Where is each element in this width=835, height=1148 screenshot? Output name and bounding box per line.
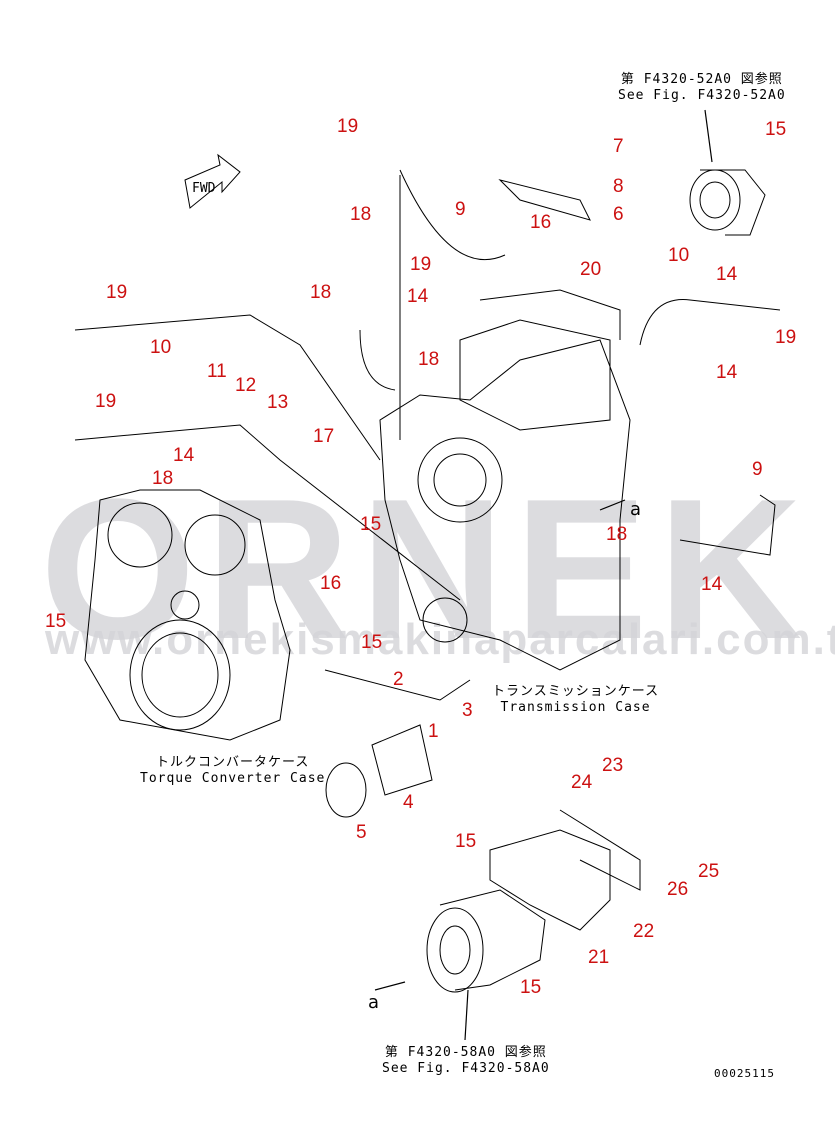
callout-number: 22 bbox=[633, 921, 655, 942]
caption-torque-jp: トルクコンバータケース bbox=[156, 755, 310, 770]
callout-number: 19 bbox=[106, 282, 128, 303]
callout-number: 11 bbox=[207, 361, 227, 382]
ref-top: 第 F4320-52A0 図参照 See Fig. F4320-52A0 bbox=[618, 72, 786, 104]
callout-number: 7 bbox=[613, 136, 624, 157]
callout-number: 15 bbox=[455, 831, 477, 852]
strainer bbox=[325, 724, 433, 818]
callout-number: 12 bbox=[235, 375, 257, 396]
callout-number: 18 bbox=[152, 468, 174, 489]
callout-number: 19 bbox=[775, 327, 797, 348]
callout-number: 15 bbox=[520, 977, 542, 998]
callout-number: 19 bbox=[410, 254, 432, 275]
ref-top-en: See Fig. F4320-52A0 bbox=[618, 88, 786, 103]
caption-torque-converter-case: トルクコンバータケース Torque Converter Case bbox=[140, 755, 325, 787]
sensor-harnesses bbox=[74, 169, 781, 701]
callout-number: 15 bbox=[45, 611, 67, 632]
callout-number: 14 bbox=[407, 286, 429, 307]
callout-number: 23 bbox=[602, 755, 624, 776]
callout-number: 13 bbox=[267, 392, 289, 413]
caption-transmission-en: Transmission Case bbox=[500, 700, 651, 715]
watermark-url: www.ornekismakinaparcalari.com.tr bbox=[45, 615, 835, 664]
pump-assembly bbox=[426, 889, 546, 993]
callout-number: 1 bbox=[428, 721, 439, 742]
callout-number: 16 bbox=[320, 573, 342, 594]
cover-plates bbox=[489, 809, 641, 931]
callout-number: 9 bbox=[455, 199, 466, 220]
transmission-case bbox=[379, 289, 631, 671]
ref-top-jp: 第 F4320-52A0 図参照 bbox=[620, 72, 783, 87]
callout-number: 19 bbox=[95, 391, 117, 412]
callout-number: 10 bbox=[150, 337, 172, 358]
view-marker-a-top: a bbox=[630, 499, 641, 520]
torque-converter-case bbox=[84, 489, 291, 741]
view-marker-a-bottom: a bbox=[368, 992, 379, 1013]
ref-bottom-en: See Fig. F4320-58A0 bbox=[382, 1061, 550, 1076]
callout-number: 20 bbox=[580, 259, 602, 280]
caption-transmission-case: トランスミッションケース Transmission Case bbox=[492, 684, 659, 716]
callout-number: 24 bbox=[571, 772, 593, 793]
callout-number: 6 bbox=[613, 204, 624, 225]
callout-number: 14 bbox=[173, 445, 195, 466]
ref-bottom-jp: 第 F4320-58A0 図参照 bbox=[384, 1045, 547, 1060]
callout-number: 5 bbox=[356, 822, 367, 843]
callout-number: 19 bbox=[337, 116, 359, 137]
callout-number: 15 bbox=[360, 514, 382, 535]
callout-number: 15 bbox=[765, 119, 787, 140]
callout-number: 21 bbox=[588, 947, 610, 968]
callout-number: 15 bbox=[361, 632, 383, 653]
callout-number: 18 bbox=[418, 349, 440, 370]
fwd-label: FWD bbox=[192, 181, 216, 196]
callout-number: 9 bbox=[752, 459, 763, 480]
caption-transmission-jp: トランスミッションケース bbox=[492, 684, 660, 699]
callout-number: 16 bbox=[530, 212, 552, 233]
callout-number: 25 bbox=[698, 861, 720, 882]
callout-number: 26 bbox=[667, 879, 689, 900]
callout-number: 18 bbox=[310, 282, 332, 303]
caption-torque-en: Torque Converter Case bbox=[140, 771, 326, 786]
callout-number: 3 bbox=[462, 700, 473, 721]
ref-bottom: 第 F4320-58A0 図参照 See Fig. F4320-58A0 bbox=[382, 1045, 550, 1077]
callout-number: 18 bbox=[606, 524, 628, 545]
callout-number: 14 bbox=[716, 264, 738, 285]
callout-number: 2 bbox=[393, 669, 404, 690]
callout-number: 14 bbox=[701, 574, 723, 595]
callout-number: 14 bbox=[716, 362, 738, 383]
callout-number: 4 bbox=[403, 792, 414, 813]
view-arrows bbox=[374, 109, 713, 1041]
drawing-number: 00025115 bbox=[714, 1067, 775, 1080]
callout-number: 17 bbox=[313, 426, 335, 447]
callout-number: 10 bbox=[668, 245, 690, 266]
callout-number: 18 bbox=[350, 204, 372, 225]
fwd-arrow: FWD bbox=[184, 153, 241, 209]
top-flange bbox=[689, 169, 766, 236]
callout-number: 8 bbox=[613, 176, 624, 197]
